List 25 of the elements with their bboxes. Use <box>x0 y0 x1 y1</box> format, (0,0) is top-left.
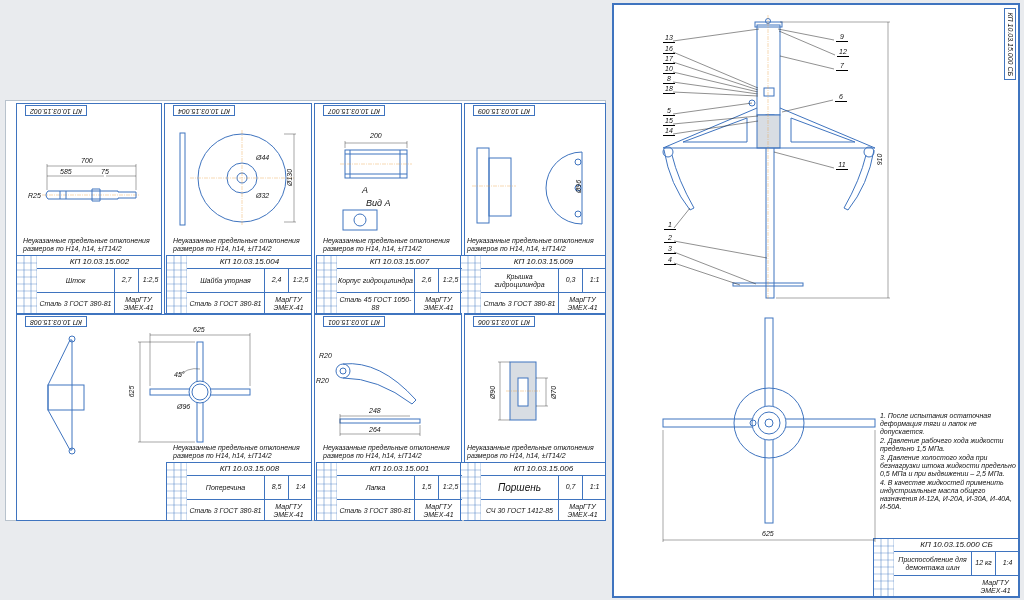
callout-shelf <box>835 92 847 102</box>
part-drawing-sheet <box>314 314 462 521</box>
document-code: КП 10.03.15.004 <box>187 256 312 269</box>
document-code: КП 10.03.15.009 <box>481 256 606 269</box>
part-drawing-sheet <box>314 103 462 314</box>
document-code: КП 10.03.15.000 СБ <box>894 539 1019 552</box>
part-name: Поршень <box>481 476 559 500</box>
callout-shelf <box>664 255 676 265</box>
view-label: А <box>362 186 368 195</box>
assembly-drawing-sheet <box>612 3 1020 598</box>
document-code: КП 10.03.15.002 <box>37 256 162 269</box>
drawing-sheet <box>5 100 606 521</box>
callout-shelf <box>664 220 676 230</box>
view-label: Вид А <box>366 199 391 208</box>
part-drawing-sheet <box>16 103 162 314</box>
part-drawing-sheet <box>16 314 312 521</box>
document-code: КП 10.03.15.008 <box>187 463 312 476</box>
callout-shelf <box>836 32 848 42</box>
callout-shelf <box>664 233 676 243</box>
callout-shelf <box>664 244 676 254</box>
callout-shelf <box>663 74 675 84</box>
callout-shelf <box>663 106 675 116</box>
part-drawing-sheet <box>164 103 312 314</box>
document-code: КП 10.03.15.006 <box>481 463 606 476</box>
callout-shelf <box>836 61 848 71</box>
